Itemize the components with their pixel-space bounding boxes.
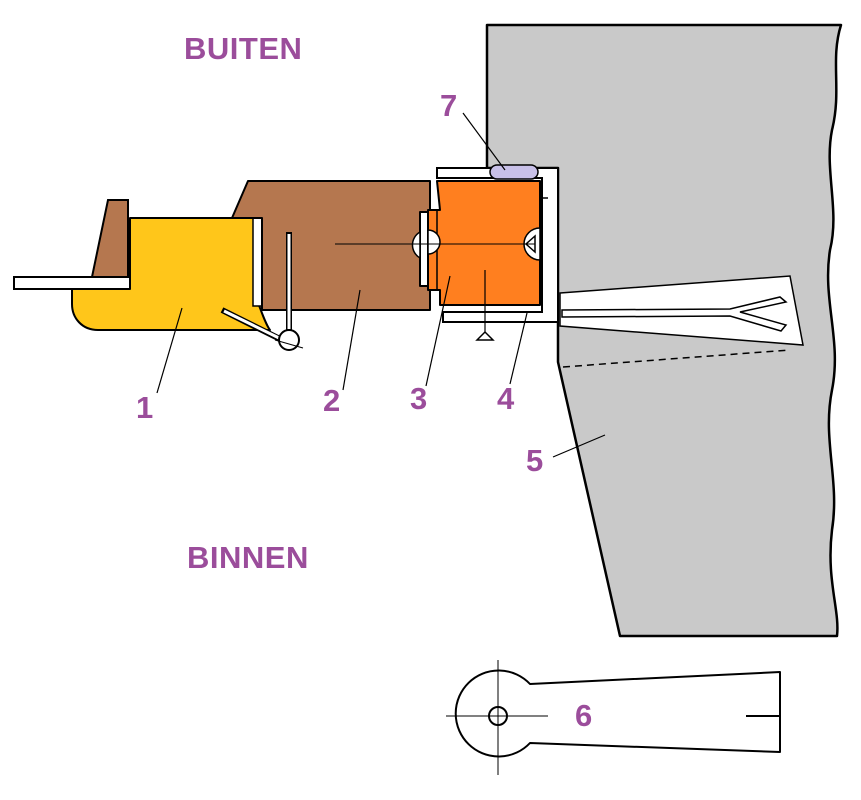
inside-label: BINNEN [187,540,309,575]
label-2: 2 [323,383,341,418]
label-3: 3 [410,381,428,416]
wooden-nose [90,199,129,278]
frame-groove [411,230,421,260]
left-stub [13,276,135,290]
anchor-key [454,669,781,758]
pin-triangle [475,330,495,341]
ring-axis [274,339,304,349]
hinge-ring [278,329,300,351]
anchor-split [561,296,788,332]
orange-strip [427,180,541,306]
leader-4 [509,312,528,385]
leader-3 [425,275,451,387]
leader-7 [462,112,506,171]
white-profile [436,167,559,323]
leader-2 [342,289,361,391]
label-5: 5 [526,443,544,478]
label-1: 1 [136,390,154,425]
leader-1 [156,307,183,394]
strip-groove-left [427,229,441,255]
label-6: 6 [575,698,593,733]
dashed-line [562,349,791,368]
label-4: 4 [497,381,515,416]
wooden-frame [231,180,431,311]
screw-shaft-inner [223,309,282,341]
label-7: 7 [440,88,458,123]
seal [489,164,539,180]
leader-5 [552,434,606,458]
outside-label: BUITEN [184,31,303,66]
